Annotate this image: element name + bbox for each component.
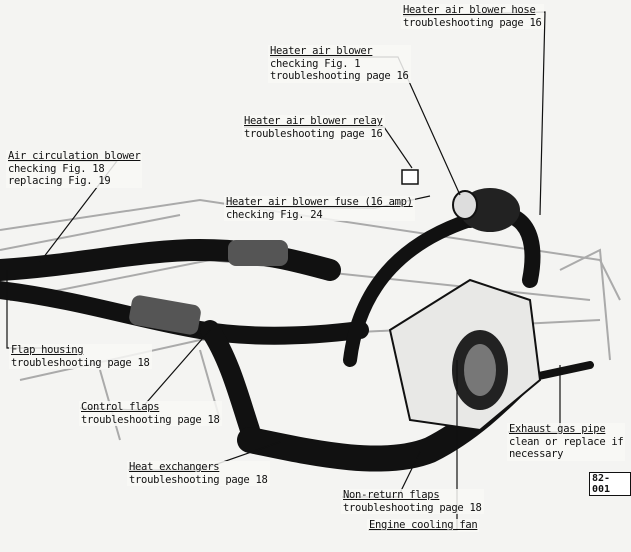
label-heater-air-blower-relay: Heater air blower relay troubleshooting …: [242, 115, 385, 140]
label-title: Exhaust gas pipe: [509, 423, 606, 435]
label-flap-housing: Flap housing troubleshooting page 18: [9, 344, 152, 369]
label-air-circulation-blower: Air circulation blower checking Fig. 18 …: [6, 150, 143, 188]
label-heater-air-blower: Heater air blower checking Fig. 1 troubl…: [268, 45, 411, 83]
label-text: troubleshooting page 16: [270, 70, 409, 82]
label-title: Heater air blower fuse (16 amp): [226, 196, 413, 208]
label-text: replacing Fig. 19: [8, 175, 111, 187]
label-text: troubleshooting page 16: [244, 127, 383, 140]
label-title: Non-return flaps: [343, 489, 440, 501]
label-heater-air-blower-hose: Heater air blower hose troubleshooting p…: [401, 4, 544, 29]
label-text: troubleshooting page 18: [343, 501, 482, 514]
label-text: checking Fig. 24: [226, 208, 323, 221]
label-engine-cooling-fan: Engine cooling fan: [367, 519, 480, 532]
relay-box: [401, 169, 419, 185]
label-text: troubleshooting page 18: [129, 473, 268, 486]
label-title: Flap housing: [11, 344, 84, 356]
label-title: Heater air blower relay: [244, 115, 383, 127]
label-title: Control flaps: [81, 401, 160, 413]
label-text: necessary: [509, 448, 564, 460]
label-title: Air circulation blower: [8, 150, 141, 162]
hose-corrugated-2: [129, 295, 201, 335]
label-title: Heater air blower: [270, 45, 373, 57]
label-text: troubleshooting page 16: [403, 16, 542, 29]
label-title: Heat exchangers: [129, 461, 220, 473]
label-control-flaps: Control flaps troubleshooting page 18: [79, 401, 222, 426]
fan-housing: [388, 278, 542, 432]
label-title: Engine cooling fan: [369, 519, 478, 531]
label-text: clean or replace if: [509, 435, 624, 448]
label-heater-air-blower-fuse: Heater air blower fuse (16 amp) checking…: [224, 196, 415, 221]
label-text: checking Fig. 18: [8, 162, 105, 175]
label-non-return-flaps: Non-return flaps troubleshooting page 18: [341, 489, 484, 514]
label-heat-exchangers: Heat exchangers troubleshooting page 18: [127, 461, 270, 486]
figure-id-badge: 82-001: [589, 472, 631, 496]
hose-corrugated-1: [228, 240, 288, 266]
heater-blower: [452, 188, 520, 232]
label-text: troubleshooting page 18: [81, 413, 220, 426]
label-title: Heater air blower hose: [403, 4, 536, 16]
label-text: checking Fig. 1: [270, 57, 361, 70]
label-text: troubleshooting page 18: [11, 356, 150, 369]
label-exhaust-gas-pipe: Exhaust gas pipe clean or replace if nec…: [507, 423, 626, 461]
